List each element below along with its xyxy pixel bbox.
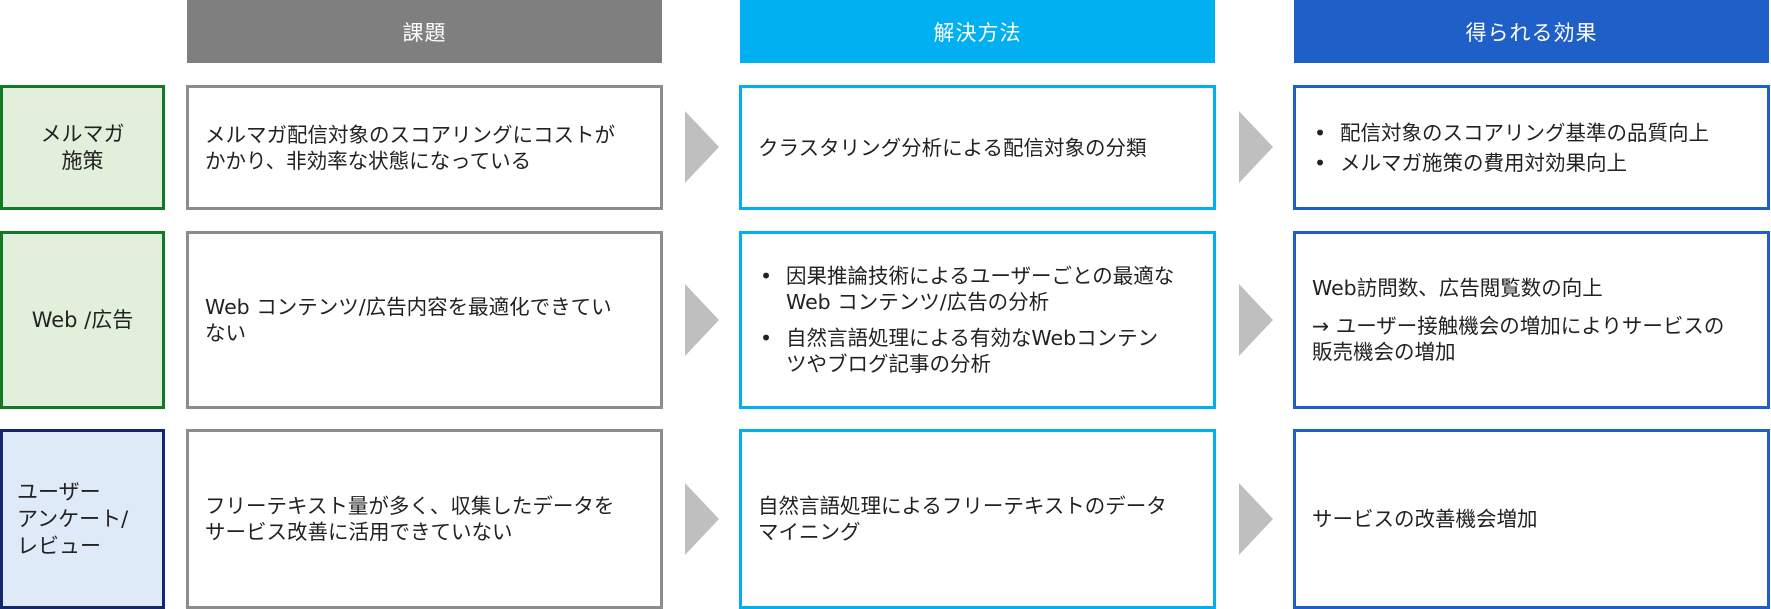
effect-text-line: 配信対象のスコアリング基準の品質向上 (1340, 120, 1709, 145)
header-problem: 課題 (187, 0, 662, 63)
problem-text-line: ない (205, 321, 246, 345)
solution-text-line: 因果推論技術によるユーザーごとの最適な (786, 264, 1175, 288)
header-effect: 得られる効果 (1294, 0, 1769, 63)
effect-text-line: → ユーザー接触機会の増加によりサービスの (1312, 314, 1725, 338)
solution-text-line: 自然言語処理による有効なWebコンテン (786, 326, 1159, 350)
problem-cell-mailmagazine: メルマガ配信対象のスコアリングにコストが かかり、非効率な状態になっている (186, 85, 663, 210)
solution-text-line: マイニング (758, 520, 861, 544)
solution-text-line: クラスタリング分析による配信対象の分類 (758, 135, 1147, 160)
row-label-line: レビュー (17, 533, 101, 558)
solution-text-line: Web コンテンツ/広告の分析 (786, 290, 1050, 314)
chevron-right-icon (685, 483, 719, 555)
list-item: • メルマガ施策の費用対効果向上 (1312, 150, 1751, 176)
effect-cell-web-ads: Web訪問数、広告閲覧数の向上 → ユーザー接触機会の増加によりサービスの 販売… (1293, 231, 1770, 409)
bullet-icon: • (1314, 150, 1327, 175)
row-label-line: メルマガ (40, 121, 125, 146)
effect-text-line: Web訪問数、広告閲覧数の向上 (1312, 276, 1603, 300)
chevron-right-icon (1239, 483, 1273, 555)
chevron-right-icon (685, 284, 719, 356)
bullet-icon: • (1314, 120, 1327, 145)
list-item: • 因果推論技術によるユーザーごとの最適な Web コンテンツ/広告の分析 (758, 263, 1197, 315)
solution-cell-web-ads: • 因果推論技術によるユーザーごとの最適な Web コンテンツ/広告の分析 • … (739, 231, 1216, 409)
problem-text-line: Web コンテンツ/広告内容を最適化できてい (205, 295, 612, 319)
problem-text-line: かかり、非効率な状態になっている (205, 148, 532, 173)
effect-cell-user-survey-review: サービスの改善機会増加 (1293, 429, 1770, 609)
solution-text-line: ツやブログ記事の分析 (786, 352, 991, 376)
solution-bullet-list: • 因果推論技術によるユーザーごとの最適な Web コンテンツ/広告の分析 • … (758, 259, 1197, 381)
row-label-line: ユーザー (17, 479, 101, 504)
row-label-web-ads: Web /広告 (0, 231, 165, 409)
effect-cell-mailmagazine: • 配信対象のスコアリング基準の品質向上 • メルマガ施策の費用対効果向上 (1293, 85, 1770, 210)
row-label-line: アンケート/ (17, 506, 129, 531)
chevron-right-icon (1239, 284, 1273, 356)
effect-text-line: 販売機会の増加 (1312, 340, 1456, 364)
list-item: • 配信対象のスコアリング基準の品質向上 (1312, 120, 1751, 146)
row-label-line: 施策 (61, 148, 104, 173)
chevron-right-icon (685, 111, 719, 183)
list-item: • 自然言語処理による有効なWebコンテン ツやブログ記事の分析 (758, 325, 1197, 377)
header-solution: 解決方法 (740, 0, 1215, 63)
effect-text-line: メルマガ施策の費用対効果向上 (1340, 150, 1627, 175)
chevron-right-icon (1239, 111, 1273, 183)
problem-cell-web-ads: Web コンテンツ/広告内容を最適化できてい ない (186, 231, 663, 409)
problem-text-line: フリーテキスト量が多く、収集したデータを (205, 494, 615, 518)
bullet-icon: • (760, 326, 773, 350)
problem-text-line: サービス改善に活用できていない (205, 520, 513, 544)
row-label-line: Web /広告 (31, 307, 134, 332)
problem-cell-user-survey-review: フリーテキスト量が多く、収集したデータを サービス改善に活用できていない (186, 429, 663, 609)
solution-cell-user-survey-review: 自然言語処理によるフリーテキストのデータ マイニング (739, 429, 1216, 609)
problem-text-line: メルマガ配信対象のスコアリングにコストが (205, 122, 615, 147)
row-label-user-survey-review: ユーザー アンケート/ レビュー (0, 429, 165, 609)
effect-bullet-list: • 配信対象のスコアリング基準の品質向上 • メルマガ施策の費用対効果向上 (1312, 116, 1751, 180)
effect-text-line: サービスの改善機会増加 (1312, 507, 1538, 531)
solution-cell-mailmagazine: クラスタリング分析による配信対象の分類 (739, 85, 1216, 210)
solution-text-line: 自然言語処理によるフリーテキストのデータ (758, 494, 1167, 518)
row-label-mailmagazine: メルマガ 施策 (0, 85, 165, 210)
bullet-icon: • (760, 264, 773, 288)
